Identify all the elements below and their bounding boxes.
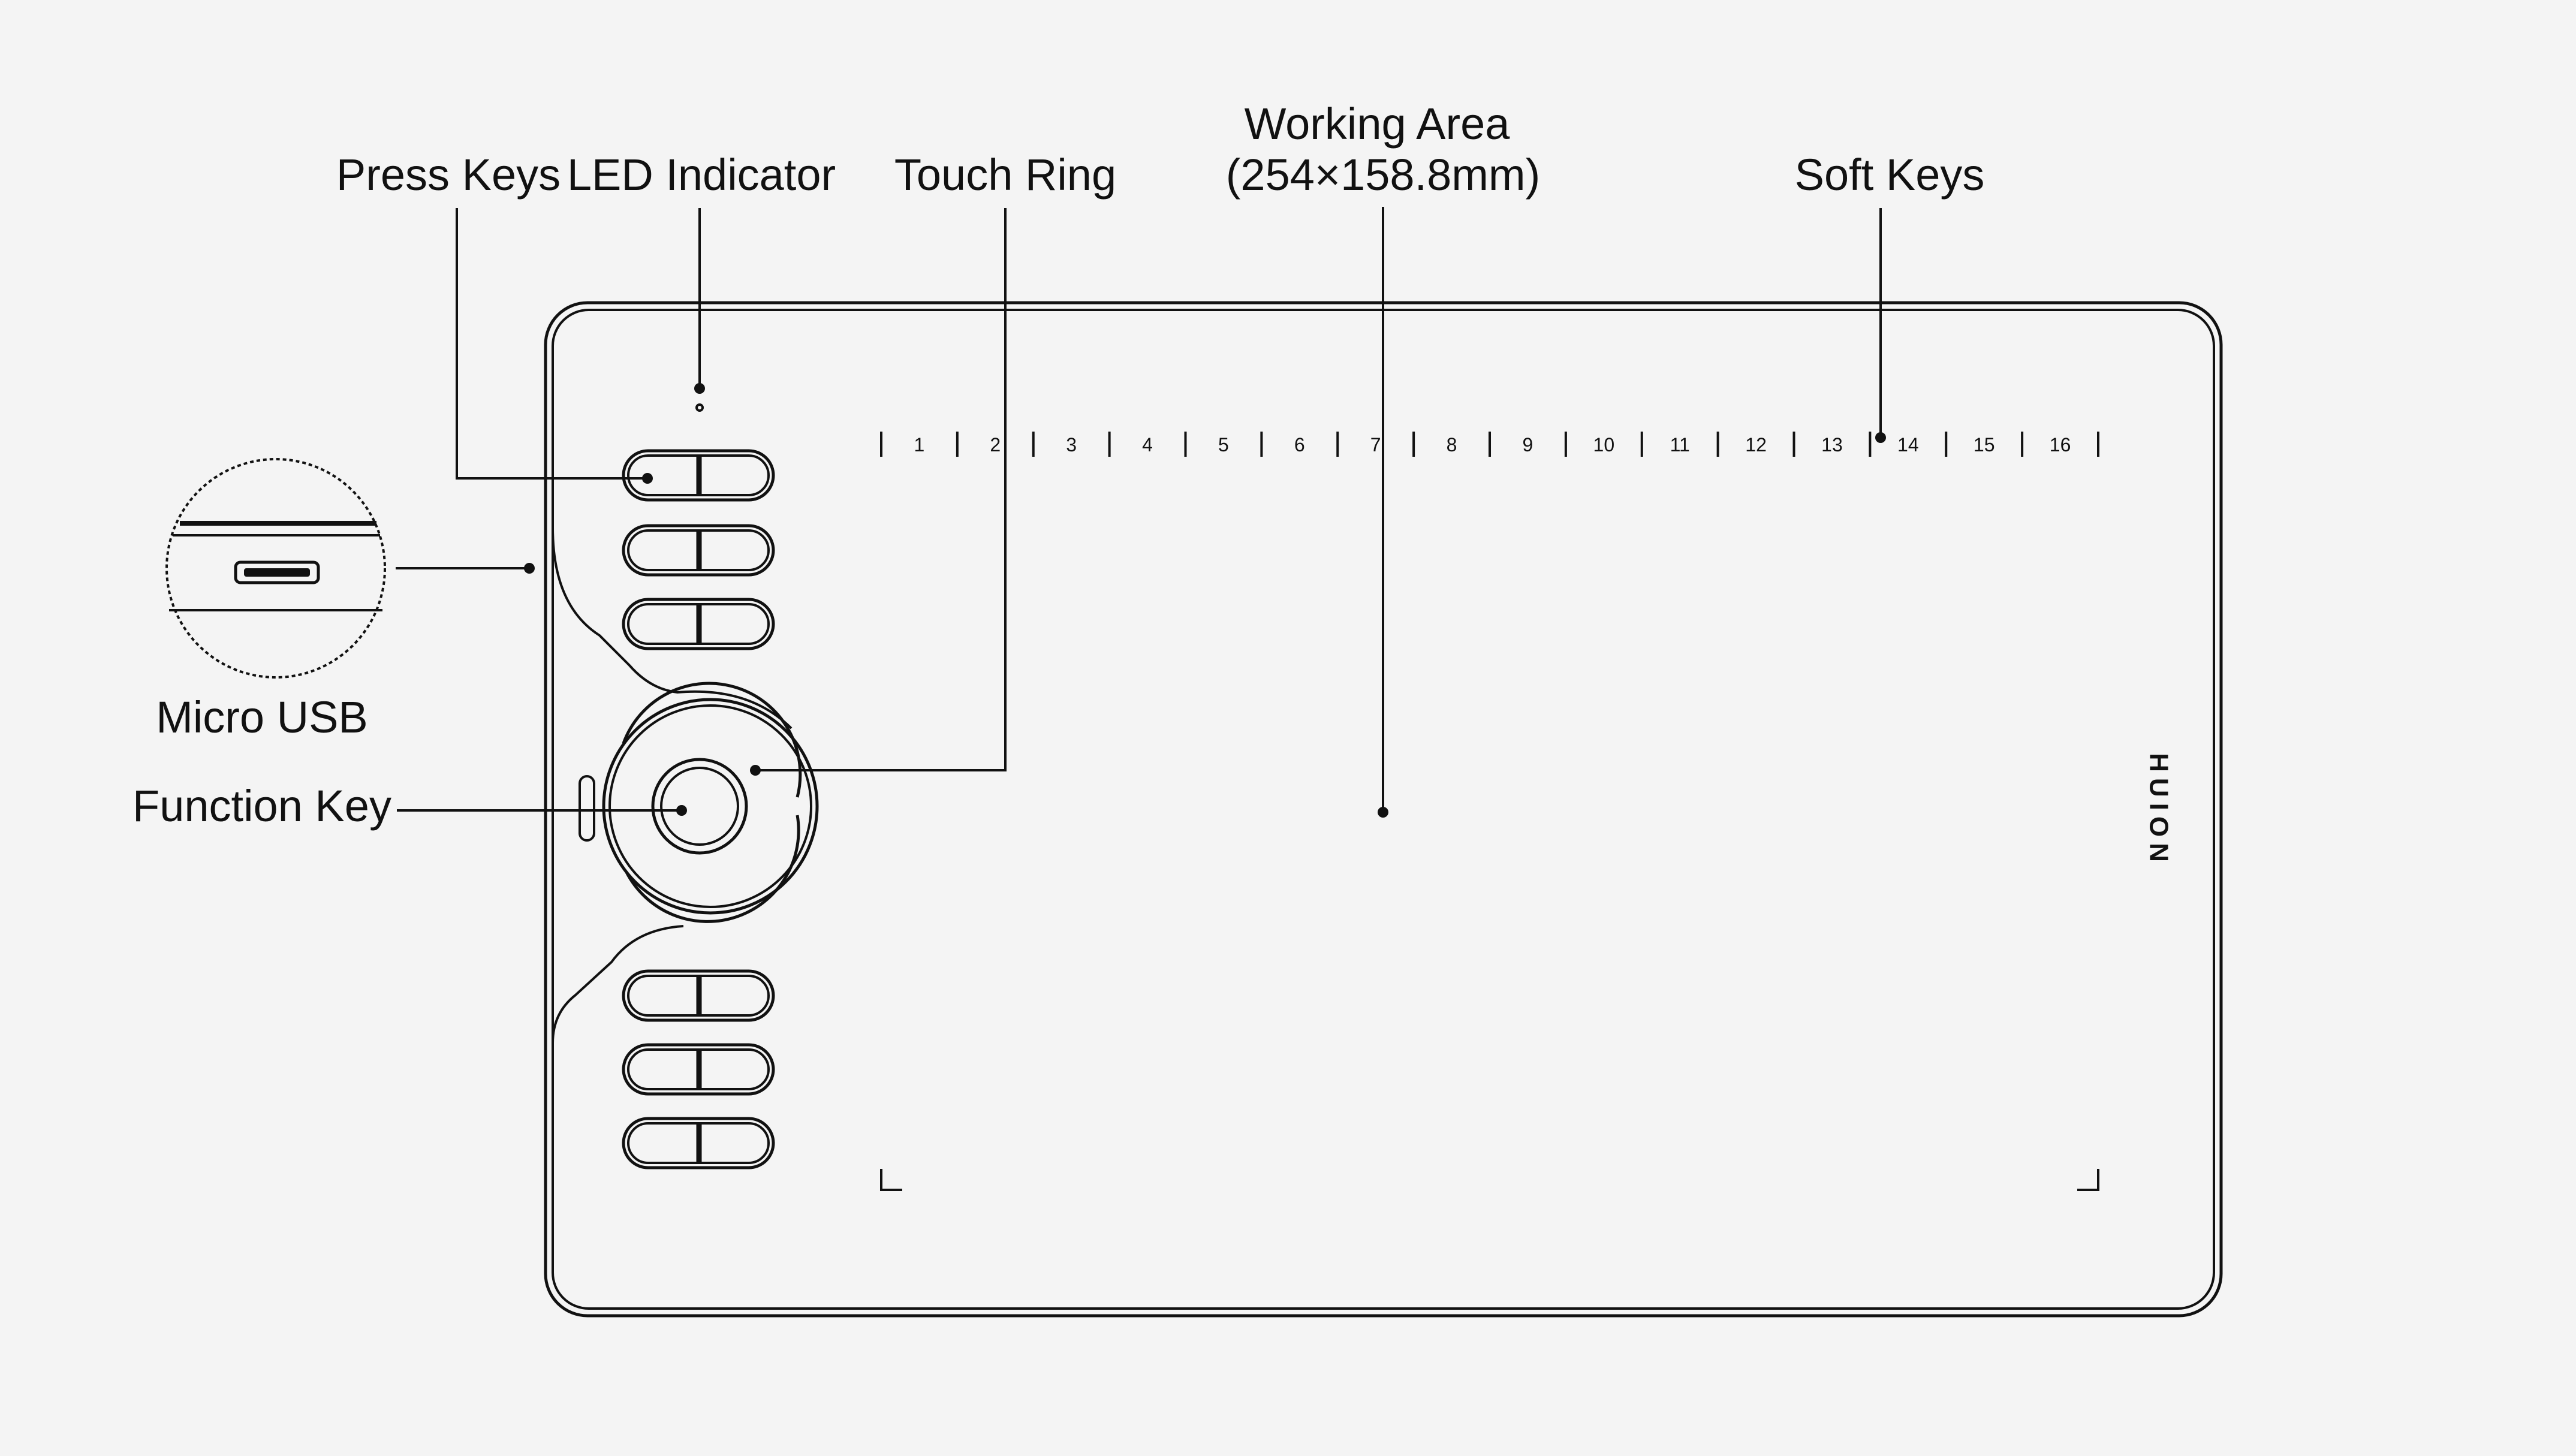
label-working-area-size: (254×158.8mm): [1226, 150, 1540, 200]
leaders: [396, 207, 1886, 818]
soft-key-4[interactable]: 4: [1142, 434, 1153, 456]
soft-key-16[interactable]: 16: [2050, 434, 2071, 456]
soft-key-15[interactable]: 15: [1974, 434, 1995, 456]
label-led-indicator: LED Indicator: [567, 150, 836, 200]
led-indicator: [695, 403, 704, 412]
soft-key-1[interactable]: 1: [914, 434, 925, 456]
working-area-corner-left: [880, 1169, 902, 1191]
press-key[interactable]: [622, 449, 775, 502]
soft-key-10[interactable]: 10: [1593, 434, 1615, 456]
touch-ring[interactable]: [602, 682, 819, 923]
function-key[interactable]: [651, 758, 748, 855]
press-keys-lower: [622, 969, 775, 1169]
side-slot: [579, 775, 595, 842]
working-area-corner-right: [2077, 1169, 2099, 1191]
press-key[interactable]: [622, 969, 775, 1022]
soft-key-3[interactable]: 3: [1066, 434, 1077, 456]
micro-usb-detail: [165, 458, 386, 679]
control-panel-contour-lower: [552, 925, 684, 1044]
soft-key-12[interactable]: 12: [1745, 434, 1767, 456]
label-micro-usb: Micro USB: [156, 692, 368, 742]
soft-key-5[interactable]: 5: [1218, 434, 1229, 456]
label-function-key: Function Key: [132, 781, 391, 831]
press-key[interactable]: [622, 1117, 775, 1169]
soft-key-6[interactable]: 6: [1294, 434, 1305, 456]
press-keys-upper: [622, 449, 775, 650]
soft-key-7[interactable]: 7: [1370, 434, 1381, 456]
label-touch-ring: Touch Ring: [894, 150, 1116, 200]
soft-key-11[interactable]: 11: [1670, 434, 1690, 456]
press-key[interactable]: [622, 1043, 775, 1096]
label-press-keys: Press Keys: [336, 150, 561, 200]
soft-key-9[interactable]: 9: [1523, 434, 1533, 456]
brand-logo: HUION: [2144, 753, 2173, 868]
press-key[interactable]: [622, 524, 775, 577]
soft-key-8[interactable]: 8: [1447, 434, 1457, 456]
label-working-area: Working Area: [1245, 99, 1511, 149]
soft-key-14[interactable]: 14: [1897, 434, 1919, 456]
soft-key-2[interactable]: 2: [990, 434, 1001, 456]
press-key[interactable]: [622, 598, 775, 650]
soft-key-13[interactable]: 13: [1821, 434, 1843, 456]
label-soft-keys: Soft Keys: [1795, 150, 1985, 200]
micro-usb-port-icon: [234, 560, 320, 584]
control-panel-contour: [552, 527, 793, 729]
